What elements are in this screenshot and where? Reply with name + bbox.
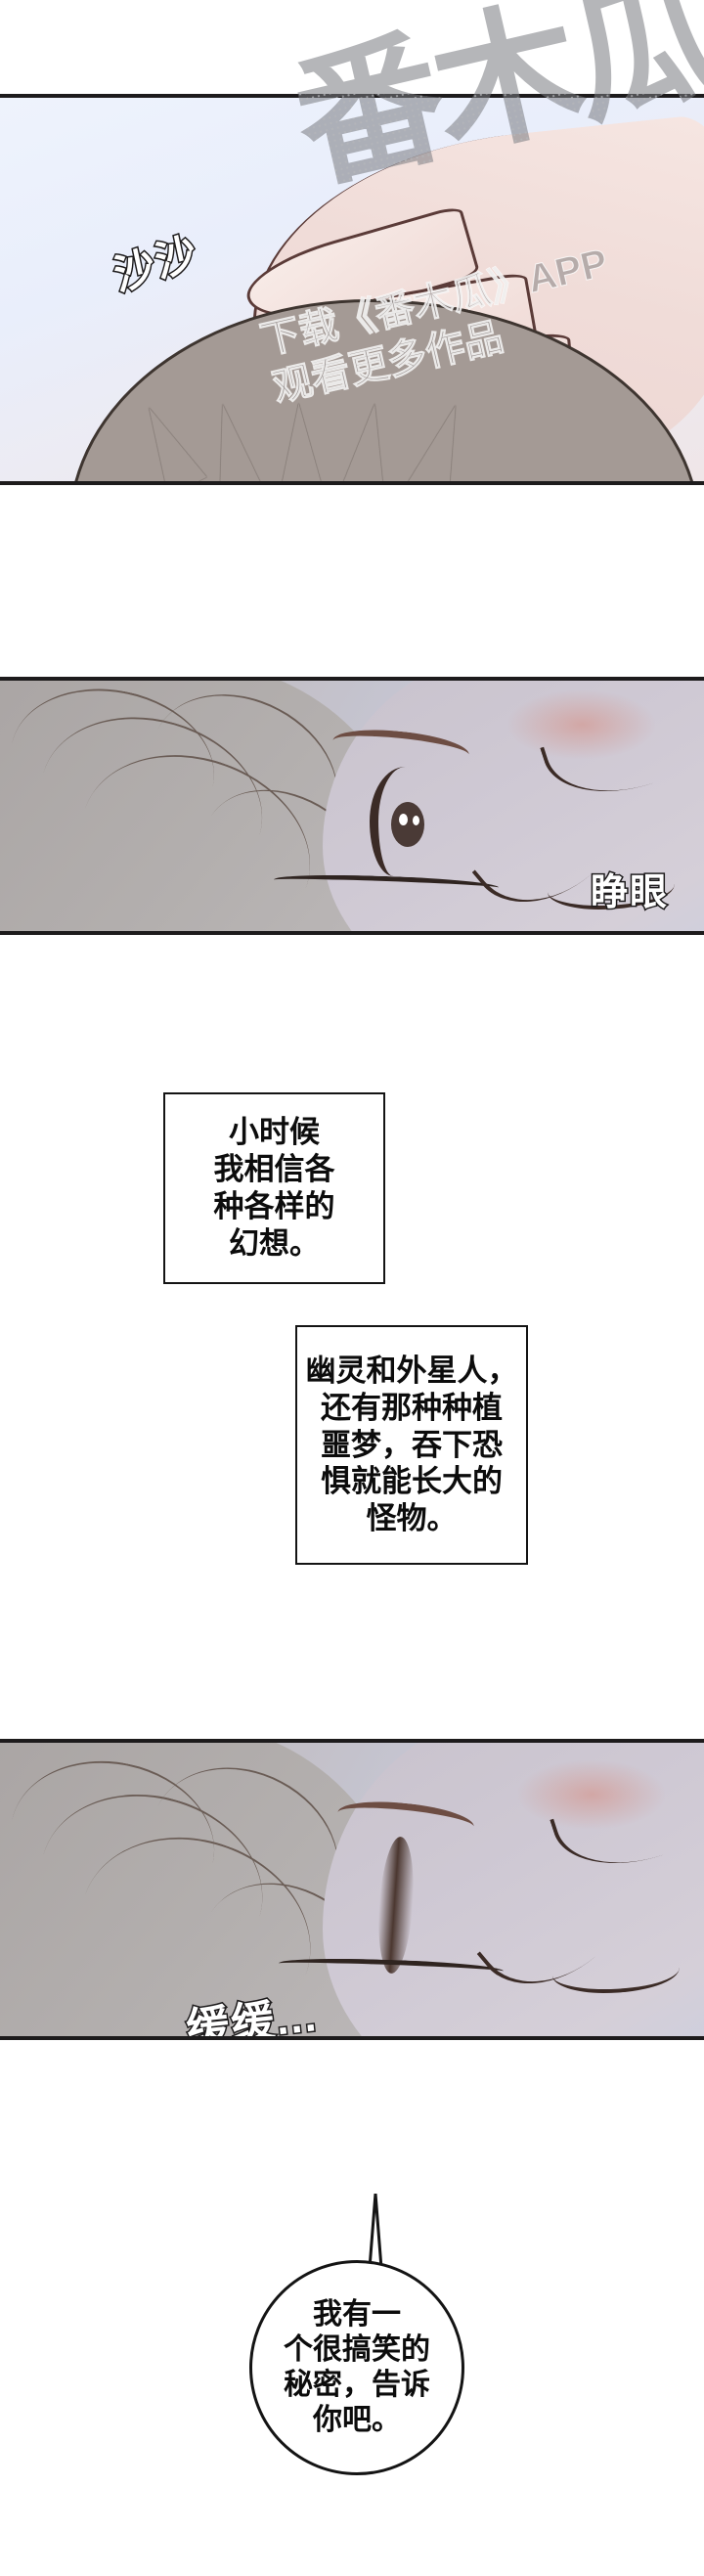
- eye-highlight-1: [399, 814, 408, 825]
- panel-hand-on-hair: 沙沙: [0, 94, 704, 485]
- panel-open-eye: 睁眼: [0, 677, 704, 935]
- cheek-blush: [518, 1760, 665, 1829]
- sfx-open-eyes: 睁眼: [589, 871, 669, 915]
- caption-box-monsters: 幽灵和外星人， 还有那种种植 噩梦，吞下恐 惧就能长大的 怪物。: [295, 1325, 528, 1565]
- speech-balloon: 我有一 个很搞笑的 秘密，告诉 你吧。: [249, 2260, 464, 2475]
- eye-open: [370, 767, 434, 884]
- iris: [391, 802, 424, 847]
- lip-line: [548, 866, 675, 910]
- caption-box-childhood: 小时候 我相信各 种各样的 幻想。: [163, 1092, 385, 1284]
- sfx-rustling: 沙沙: [109, 226, 203, 300]
- cheek-blush: [508, 690, 655, 759]
- eye-highlight-2: [413, 816, 419, 825]
- hair-tuft-3: [277, 402, 324, 481]
- speech-balloon-group: 我有一 个很搞笑的 秘密，告诉 你吧。: [249, 2194, 464, 2477]
- lip-line: [552, 1950, 680, 1993]
- panel-closed-eye: 缓缓...: [0, 1739, 704, 2040]
- eyelash: [370, 767, 429, 876]
